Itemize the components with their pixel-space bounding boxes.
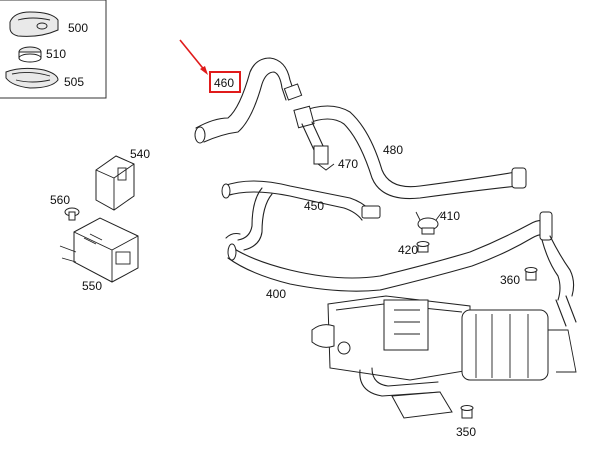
clamp-410[interactable] bbox=[415, 211, 443, 235]
label-360: 360 bbox=[500, 273, 520, 287]
label-470: 470 bbox=[338, 157, 358, 171]
highlight-arrow bbox=[179, 39, 208, 75]
label-450: 450 bbox=[304, 199, 324, 213]
inset-box: 500 510 505 bbox=[0, 0, 107, 99]
label-400: 400 bbox=[266, 287, 286, 301]
label-550: 550 bbox=[82, 279, 102, 293]
label-410: 410 bbox=[440, 209, 460, 223]
part-350[interactable] bbox=[460, 405, 474, 419]
hose-480[interactable] bbox=[293, 105, 527, 200]
label-480: 480 bbox=[383, 143, 403, 157]
hose-460[interactable] bbox=[194, 57, 303, 144]
plug-420[interactable] bbox=[416, 241, 430, 253]
hose-450[interactable] bbox=[221, 180, 381, 251]
label-505: 505 bbox=[64, 75, 84, 89]
label-540: 540 bbox=[130, 147, 150, 161]
part-510-plug[interactable] bbox=[18, 46, 42, 63]
part-540-relay[interactable] bbox=[95, 155, 135, 211]
highlight-box-460 bbox=[209, 71, 241, 93]
part-360[interactable] bbox=[524, 267, 538, 281]
label-510: 510 bbox=[46, 47, 66, 61]
label-350: 350 bbox=[456, 425, 476, 439]
label-460: 460 bbox=[214, 76, 234, 90]
label-420: 420 bbox=[398, 243, 418, 257]
part-505-seal[interactable] bbox=[5, 67, 59, 89]
part-500-cap[interactable] bbox=[9, 11, 59, 37]
label-560: 560 bbox=[50, 193, 70, 207]
part-560-screw[interactable] bbox=[64, 207, 80, 221]
label-500: 500 bbox=[68, 21, 88, 35]
part-550-module[interactable] bbox=[59, 217, 139, 283]
heater-assembly[interactable] bbox=[311, 295, 577, 419]
connector-470[interactable] bbox=[301, 121, 335, 171]
hose-400[interactable] bbox=[225, 211, 575, 301]
